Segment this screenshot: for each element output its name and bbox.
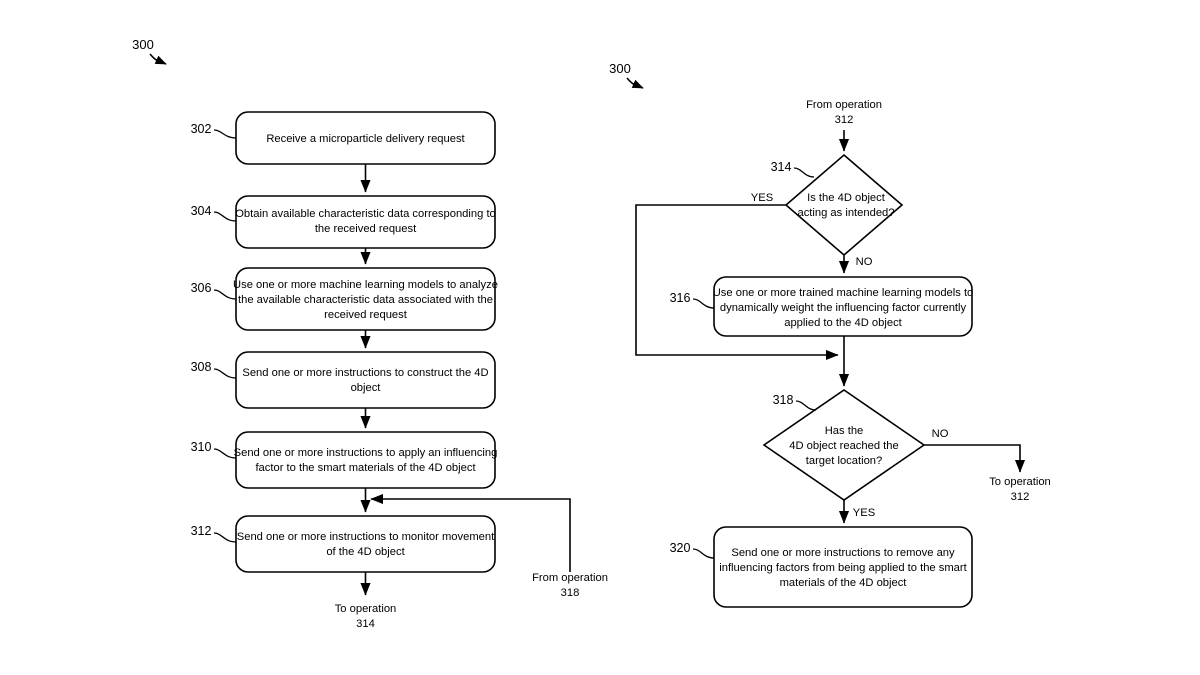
left-panel: 300 Receive a microparticle delivery req… [132, 37, 608, 630]
ref-label-312: 312 [191, 524, 212, 538]
node-318-label-line3: target location? [806, 455, 883, 467]
edge-label-318-yes: YES [853, 507, 875, 519]
node-302-label: Receive a microparticle delivery request [266, 133, 465, 145]
node-314-label-line2: acting as intended? [797, 207, 894, 219]
node-308-box [235, 351, 496, 409]
connector-label-to-312-line2: 312 [1011, 491, 1030, 503]
node-316-label-line1: Use one or more trained machine learning… [713, 287, 974, 299]
ref-label-318: 318 [773, 393, 794, 407]
node-312-label-line1: Send one or more instructions to monitor… [237, 531, 495, 543]
node-316-label-line3: applied to the 4D object [784, 317, 902, 329]
ref-label-316: 316 [670, 291, 691, 305]
leader-304 [213, 211, 237, 222]
node-306-label-line3: received request [324, 309, 408, 321]
connector-label-to-314-line2: 314 [356, 618, 375, 630]
connector-label-from-318-line1: From operation [532, 572, 608, 584]
node-306-label-line1: Use one or more machine learning models … [233, 279, 498, 291]
ref-label-320: 320 [670, 541, 691, 555]
connector-label-to-312-line1: To operation [989, 476, 1051, 488]
figure-pointer-arrow-right [626, 77, 644, 89]
connector-from-318-return [370, 493, 571, 572]
edge-label-314-yes: YES [751, 192, 773, 204]
edge-label-318-no: NO [932, 428, 949, 440]
node-318-label-line1: Has the [825, 425, 864, 437]
node-308-label-line1: Send one or more instructions to constru… [242, 367, 488, 379]
node-304-label-line1: Obtain available characteristic data cor… [235, 208, 496, 220]
connector-label-to-314-line1: To operation [335, 603, 397, 615]
connector-label-from-318-line2: 318 [561, 587, 580, 599]
node-312-label-line2: of the 4D object [326, 546, 405, 558]
node-314-label-line1: Is the 4D object [807, 192, 886, 204]
node-316-box [713, 276, 973, 337]
ref-label-310: 310 [191, 440, 212, 454]
connector-314-yes-loop [635, 204, 839, 361]
node-304-label-line2: the received request [315, 223, 417, 235]
node-316-label-line2: dynamically weight the influencing facto… [720, 302, 967, 314]
node-306-label-line2: the available characteristic data associ… [238, 294, 493, 306]
ref-label-302: 302 [191, 122, 212, 136]
leader-318 [795, 400, 817, 411]
edge-label-314-no: NO [856, 256, 873, 268]
node-310-label-line2: factor to the smart materials of the 4D … [255, 462, 476, 474]
node-304-box [235, 195, 496, 249]
figure-number-left: 300 [132, 37, 154, 52]
node-308-label-line2: object [351, 382, 382, 394]
ref-label-306: 306 [191, 281, 212, 295]
node-312-box [235, 515, 496, 573]
leader-306 [213, 289, 237, 300]
connector-label-from-312-line1: From operation [806, 99, 882, 111]
leader-310 [213, 448, 237, 459]
connector-label-from-312-line2: 312 [835, 114, 854, 126]
figure-pointer-arrow-left [149, 53, 167, 65]
connector-318-no-to-312 [924, 444, 1026, 473]
node-318-label-line2: 4D object reached the [789, 440, 898, 452]
leader-312 [213, 532, 237, 543]
leader-302 [213, 129, 237, 139]
leader-308 [213, 368, 237, 379]
right-panel: 300 From operation 312 Is the 4D object … [609, 61, 1051, 608]
node-310-label-line1: Send one or more instructions to apply a… [234, 447, 498, 459]
leader-314 [793, 167, 815, 178]
leader-320 [692, 548, 715, 559]
ref-label-304: 304 [191, 204, 212, 218]
leader-316 [692, 298, 715, 309]
ref-label-308: 308 [191, 360, 212, 374]
figure-number-right: 300 [609, 61, 631, 76]
ref-label-314: 314 [771, 160, 792, 174]
node-314-diamond [784, 153, 904, 257]
node-320-label-line3: materials of the 4D object [780, 577, 908, 589]
node-310-box [235, 431, 496, 489]
node-320-label-line1: Send one or more instructions to remove … [731, 547, 955, 559]
node-320-label-line2: influencing factors from being applied t… [719, 562, 967, 574]
node-320-box [713, 526, 973, 608]
